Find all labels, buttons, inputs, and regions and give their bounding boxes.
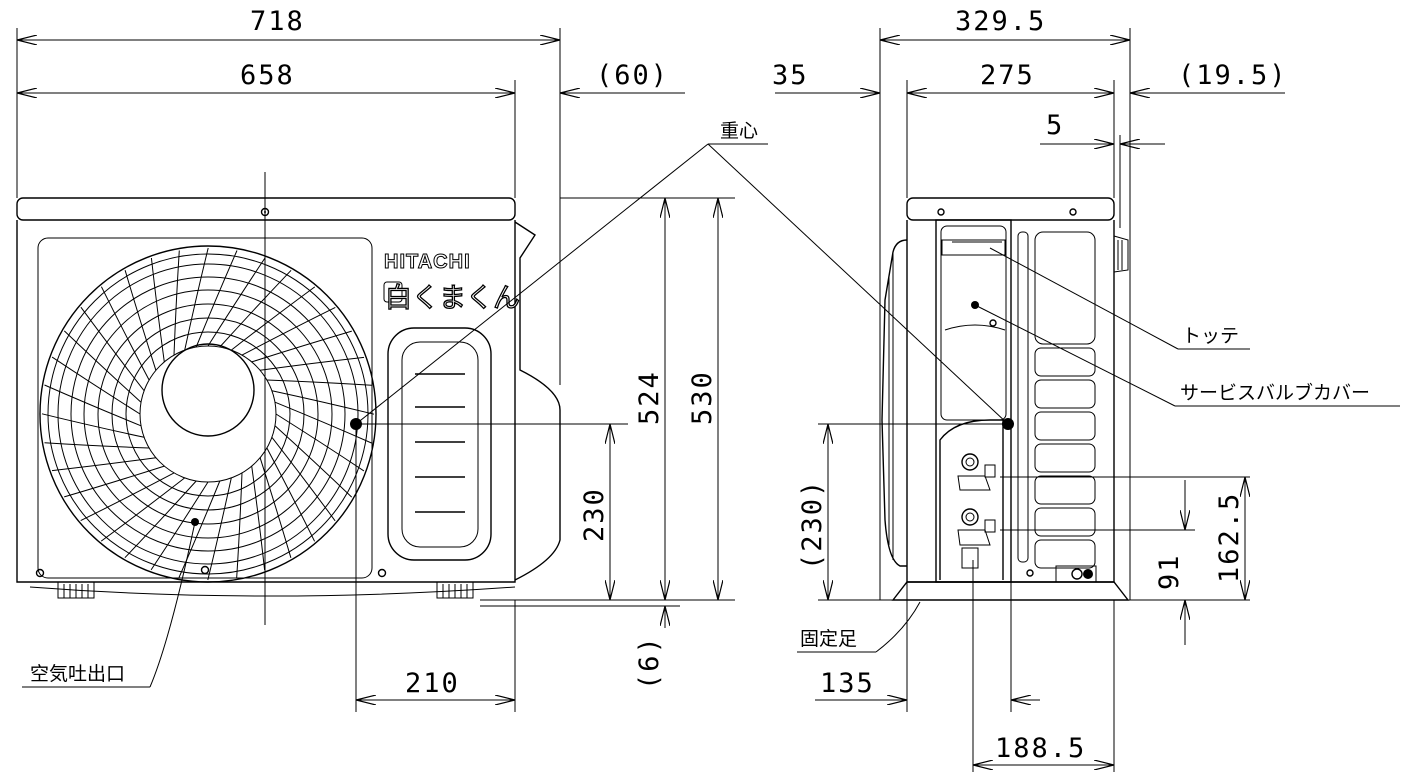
grille-spoke [41, 413, 145, 438]
label-center-of-gravity: 重心 [720, 120, 758, 142]
front-side-cover [514, 221, 561, 581]
dim-valve-high: 162.5 [1214, 492, 1245, 583]
front-handle-panel [387, 327, 492, 561]
hitachi-logo: HITACHI [384, 251, 471, 273]
dim-cog-height-side: (230) [797, 479, 828, 570]
side-fixed-foot [891, 581, 1130, 601]
side-service-panel [935, 219, 1012, 583]
label-service-valve-cover: サービスバルブカバー [1180, 381, 1370, 404]
fan-hub [161, 343, 255, 437]
grille-spoke [150, 481, 209, 571]
labels: 重心 トッテ サービスバルブカバー 空気吐出口 固定足 [22, 120, 1400, 688]
grille-spoke [100, 286, 150, 381]
series-logo: 白くまくん [385, 283, 520, 314]
grille-spoke [195, 250, 238, 348]
grille-spoke [178, 480, 221, 578]
grille-spoke [100, 477, 186, 542]
dim-foot-gap: (6) [634, 635, 665, 690]
side-fan-guard [881, 239, 908, 567]
dim-foot-depth: 135 [820, 668, 875, 699]
side-handle [941, 239, 1006, 256]
dim-depth-left: 35 [772, 60, 809, 91]
grille-spoke [266, 447, 316, 542]
label-air-outlet: 空気吐出口 [30, 663, 125, 685]
front-dimensions: 718 658 (60) 524 530 230 (6) 210 [16, 6, 735, 712]
label-fixed-foot: 固定足 [800, 628, 857, 650]
service-valves [957, 453, 996, 569]
front-top-cover [16, 197, 516, 221]
grille-spoke [271, 390, 375, 415]
dim-depth-small: 5 [1046, 110, 1064, 141]
grille-spoke [80, 472, 175, 522]
grille-spoke [44, 442, 150, 449]
side-top-cover [906, 197, 1115, 221]
grille-spoke [184, 247, 209, 351]
dim-width-total: 718 [250, 6, 305, 37]
grille-spoke [63, 330, 142, 403]
grille-spoke [124, 480, 197, 559]
grille-spoke [150, 257, 165, 362]
grille-spoke [251, 330, 352, 363]
grille-spoke [80, 306, 145, 392]
dim-height-body: 524 [634, 370, 665, 425]
grille-spoke [259, 457, 292, 558]
grille-spoke [236, 472, 243, 578]
dim-width-body: 658 [240, 60, 295, 91]
grille-spoke [274, 425, 353, 498]
grille-spoke [260, 356, 365, 371]
grille-spoke [51, 356, 141, 415]
grille-spoke [230, 286, 316, 351]
front-body-outline [16, 220, 516, 583]
grille-spoke [219, 269, 292, 348]
dim-offset-right: (60) [596, 60, 669, 91]
grille-spoke [207, 477, 232, 581]
side-fins [1034, 231, 1096, 569]
label-handle: トッテ [1182, 325, 1239, 347]
front-view: HITACHI 白くまくん [16, 172, 628, 712]
dim-cog-height-front: 230 [579, 487, 610, 542]
front-panel-inset [37, 237, 373, 579]
grille-spoke [266, 379, 372, 386]
dim-depth-total: 329.5 [955, 6, 1046, 37]
grille-spoke [51, 457, 156, 472]
dim-depth-body: 275 [980, 60, 1035, 91]
grille-spoke [271, 436, 336, 522]
dim-valve-low: 91 [1154, 553, 1185, 590]
side-dimensions: 329.5 35 275 (19.5) 5 (230) 135 188.5 [772, 6, 1288, 772]
dim-cog-offset: 210 [405, 668, 460, 699]
dim-depth-right: (19.5) [1178, 60, 1288, 91]
grille-spoke [251, 466, 266, 571]
front-feet [29, 582, 516, 599]
grille-spoke [275, 413, 365, 472]
fan-grille [39, 245, 377, 583]
dim-valve-depth: 188.5 [995, 733, 1086, 764]
dim-height-total: 530 [687, 370, 718, 425]
grille-spoke [173, 250, 180, 356]
side-view [881, 197, 1130, 601]
grille-spoke [124, 270, 157, 371]
grille-spoke [274, 401, 372, 444]
grille-spoke [44, 384, 142, 427]
grille-spoke [207, 257, 266, 347]
grille-spoke [64, 465, 165, 498]
grille-spoke [241, 306, 336, 356]
